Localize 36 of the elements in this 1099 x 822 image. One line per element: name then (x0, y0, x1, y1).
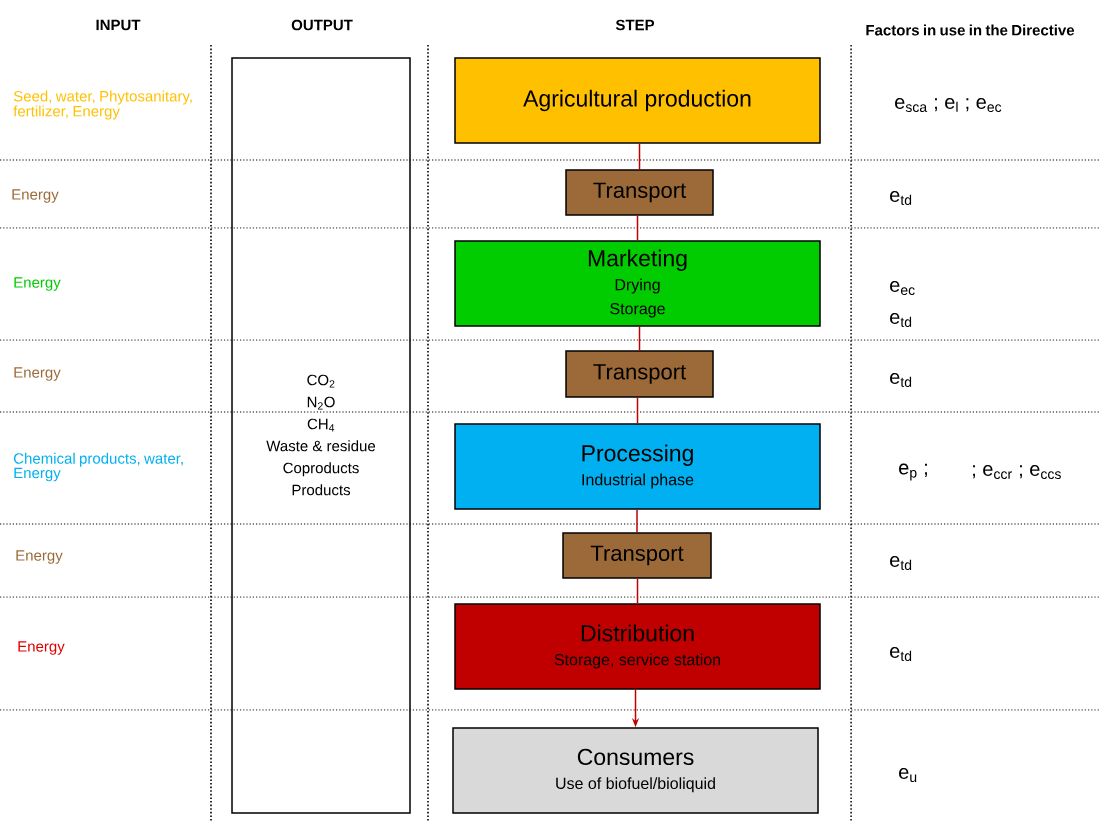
connector (636, 215, 639, 241)
input-text: Energy (16, 550, 63, 564)
factor-text: e$_{sca}$ ; e$_{l}$ ; e$_{ec}$ (895, 98, 1002, 112)
factor-text: e$_{p}$ ; (899, 463, 927, 481)
connector (636, 578, 639, 604)
input-text: Energy (12, 189, 59, 203)
step-box: Processing Industrial phase (454, 423, 821, 510)
column-header: OUTPUT (291, 19, 353, 31)
connector (636, 397, 639, 424)
column-header: STEP (615, 19, 655, 31)
factor-text: e$_{td}$ (890, 647, 912, 661)
connector (638, 326, 641, 351)
factor-text: e$_{td}$ (890, 556, 912, 570)
step-box: Agricultural production (454, 57, 821, 144)
transport-box: Transport (562, 532, 712, 579)
factor-text: e$_{td}$ (890, 191, 912, 205)
factor-text: e$_{td}$ (890, 313, 912, 327)
factor-text: e$_{u}$ (899, 768, 917, 782)
step-box: Consumers Use of biofuel/bioliquid (452, 727, 819, 814)
step-box: Distribution Storage, service station (454, 603, 821, 690)
transport-box: Transport (565, 350, 714, 398)
input-text: Seed, water, Phytosanitary, fertilizer, Energy (13, 90, 192, 120)
connector (638, 143, 641, 170)
transport-box: Transport (565, 169, 714, 216)
connector (636, 509, 638, 533)
input-text: Energy (14, 367, 61, 381)
column-header: Factors in use in the Directive (866, 24, 1075, 36)
factor-text: ; e$_{ccr}$ ; e$_{ccs}$ (973, 465, 1061, 479)
factor-text: e$_{td}$ (890, 373, 912, 387)
step-box: Marketing Drying Storage (454, 240, 821, 327)
input-text: Chemical products, water, Energy (13, 452, 183, 482)
factor-text: e$_{ec}$ (890, 281, 915, 295)
output-list: CO$_{2}$ N$_{2}$O CH$_{4}$ Waste & residue Coproducts Products (266, 374, 376, 496)
input-text: Energy (14, 277, 61, 291)
input-text: Energy (18, 641, 65, 655)
column-header: INPUT (96, 19, 141, 31)
